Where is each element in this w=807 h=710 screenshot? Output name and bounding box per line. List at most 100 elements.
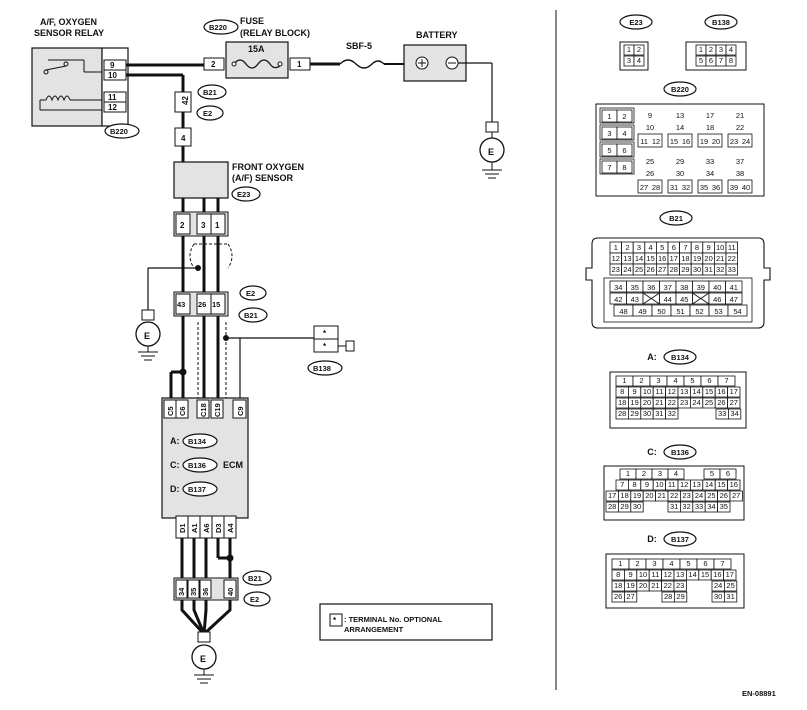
- b138-cell: 1: [699, 45, 703, 54]
- b220-cell: 35: [700, 183, 708, 192]
- b134-cell: 24: [692, 398, 700, 407]
- b21-cell: 17: [670, 254, 678, 263]
- sensor-label-2: (A/F) SENSOR: [232, 173, 294, 183]
- svg-text:E23: E23: [237, 190, 250, 199]
- b21-cell: 37: [664, 283, 672, 292]
- b136-cell: 10: [655, 480, 663, 489]
- b21-cell: 11: [728, 243, 736, 252]
- b21-cell: 7: [683, 243, 687, 252]
- b220-cell: 8: [622, 163, 626, 172]
- b220-cell: 30: [676, 169, 684, 178]
- b138-cell: 8: [729, 56, 733, 65]
- svg-text:E: E: [488, 147, 494, 157]
- b137-cell: 4: [669, 559, 673, 568]
- b134-cell: 27: [730, 398, 738, 407]
- b220-cell: 19: [700, 137, 708, 146]
- bottom-pin-34: 34: [177, 587, 186, 596]
- relay-label-2: SENSOR RELAY: [34, 28, 104, 38]
- b137-cell: 23: [676, 581, 684, 590]
- b134-cell: 18: [618, 398, 626, 407]
- ecm-pin-a1: A1: [190, 523, 199, 533]
- b137-cell: 18: [614, 581, 622, 590]
- svg-text:B136: B136: [188, 461, 206, 470]
- ecm-pin-c9: C9: [236, 406, 245, 416]
- b134-cell: 16: [717, 387, 725, 396]
- b134-cell: 10: [643, 387, 651, 396]
- b134-cell: 29: [630, 409, 638, 418]
- b134-cell: 33: [718, 409, 726, 418]
- b136-cell: 30: [633, 502, 641, 511]
- b136-cell: 26: [720, 491, 728, 500]
- b220-cell: 15: [670, 137, 678, 146]
- b220-cell: 1: [607, 112, 611, 121]
- b137-cell: 7: [720, 559, 724, 568]
- legend-text-1: : TERMINAL No. OPTIONAL: [344, 615, 443, 624]
- oval-b136-ref: [663, 444, 697, 460]
- svg-text:B21: B21: [203, 88, 217, 97]
- b21-cell: 22: [728, 254, 736, 263]
- e23-cell: 1: [627, 45, 631, 54]
- b21-cell: 46: [713, 295, 721, 304]
- b137-cell: 25: [726, 581, 734, 590]
- oval-b220-ref: [663, 81, 697, 97]
- b137-cell: 5: [686, 559, 690, 568]
- b134-cell: 1: [622, 376, 626, 385]
- b21-cell: 18: [681, 254, 689, 263]
- b21-cell: 52: [695, 307, 703, 316]
- b21-cell: 47: [730, 295, 738, 304]
- svg-text:E: E: [200, 654, 206, 664]
- fuse-amp: 15A: [248, 44, 265, 54]
- oval-b134-ref: [663, 349, 697, 365]
- b220-cell: 5: [607, 146, 611, 155]
- b220-cell: 6: [622, 146, 626, 155]
- fuse-pin-2: 2: [211, 60, 216, 69]
- svg-text:*: *: [323, 329, 327, 338]
- b220-cell: 39: [730, 183, 738, 192]
- e23-cell: 3: [627, 56, 631, 65]
- b21-cell: 26: [646, 265, 654, 274]
- b220-cell: 38: [736, 169, 744, 178]
- front-oxygen-sensor: [173, 161, 229, 199]
- b134-cell: 12: [668, 387, 676, 396]
- b134-cell: 5: [690, 376, 694, 385]
- b136-cell: 2: [642, 469, 646, 478]
- b220-cell: 22: [736, 123, 744, 132]
- ground-ecm: E: [191, 644, 217, 684]
- oval-e2-top: E2: [196, 105, 224, 121]
- b137-cell: 10: [639, 570, 647, 579]
- b220-cell: 36: [712, 183, 720, 192]
- b220-cell: 7: [607, 163, 611, 172]
- b21-cell: 41: [730, 283, 738, 292]
- oval-b220-relay: B220: [104, 123, 140, 139]
- label-c-ref: C:: [647, 447, 657, 457]
- b137-cell: 6: [703, 559, 707, 568]
- fuse-label-2: (RELAY BLOCK): [240, 28, 310, 38]
- oval-b21-ref: [659, 210, 693, 226]
- b134-cell: 20: [643, 398, 651, 407]
- b21-cell: 20: [704, 254, 712, 263]
- ecm-pin-a6: A6: [202, 523, 211, 533]
- svg-text:E2: E2: [246, 289, 255, 298]
- b21-cell: 6: [672, 243, 676, 252]
- b137-cell: 29: [676, 592, 684, 601]
- ecm-row-d: D:: [170, 484, 180, 494]
- b137-cell: 11: [652, 570, 660, 579]
- oval-b21-mid: B21: [238, 307, 268, 323]
- legend-box: * : TERMINAL No. OPTIONAL ARRANGEMENT: [319, 603, 493, 641]
- b136-cell: 21: [658, 491, 666, 500]
- b21-cell: 33: [728, 265, 736, 274]
- b21-cell: 30: [693, 265, 701, 274]
- b220-cell: 33: [706, 157, 714, 166]
- oval-b137-ecm: B137: [182, 481, 218, 497]
- ecm-pin-c6: C6: [178, 406, 187, 416]
- b137-cell: 30: [714, 592, 722, 601]
- oval-b138-ref-label: B138: [712, 18, 730, 27]
- b136-cell: 22: [670, 491, 678, 500]
- b21-cell: 21: [716, 254, 724, 263]
- b134-cell: 9: [633, 387, 637, 396]
- b21-cell: 10: [716, 243, 724, 252]
- b136-cell: 8: [633, 480, 637, 489]
- b137-cell: 8: [616, 570, 620, 579]
- svg-text:E2: E2: [250, 595, 259, 604]
- b21-cell: 43: [631, 295, 639, 304]
